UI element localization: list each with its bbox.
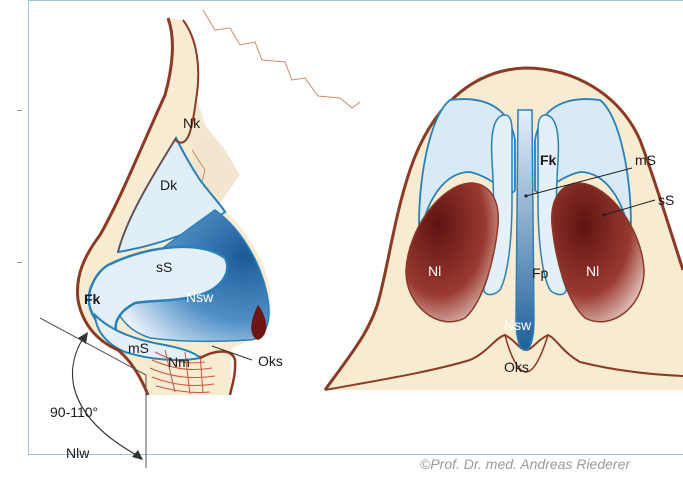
side-view [40, 10, 360, 468]
label-ms-front: mS [635, 152, 656, 168]
ms-pointer-dot [524, 194, 527, 197]
septum-column [516, 110, 534, 350]
arc-arrow-top [78, 332, 88, 344]
arc-arrow-bottom [132, 450, 143, 460]
label-nl-left: Nl [428, 263, 441, 279]
skull-boundary-line [203, 10, 360, 108]
label-ss-side: sS [156, 259, 172, 275]
label-nl-right: Nl [586, 263, 599, 279]
label-nsw-front: Nsw [504, 317, 532, 333]
label-angle: 90-110° [50, 404, 98, 420]
label-fk-side: Fk [84, 291, 101, 307]
basal-view [325, 68, 683, 390]
label-fk-front: Fk [540, 152, 557, 168]
label-fp: Fp [532, 265, 549, 281]
label-nlw: Nlw [66, 445, 90, 461]
label-ms-side: mS [128, 340, 149, 356]
ss-pointer-dot [602, 213, 605, 216]
label-ss-front: sS [658, 192, 674, 208]
label-nk: Nk [183, 115, 201, 131]
label-nsw-side: Nsw [186, 289, 214, 305]
label-nm: Nm [168, 354, 190, 370]
label-dk: Dk [160, 177, 178, 193]
label-oks-front: Oks [504, 359, 529, 375]
copyright-notice: ©Prof. Dr. med. Andreas Riederer [420, 456, 630, 472]
label-oks-side: Oks [258, 353, 283, 369]
